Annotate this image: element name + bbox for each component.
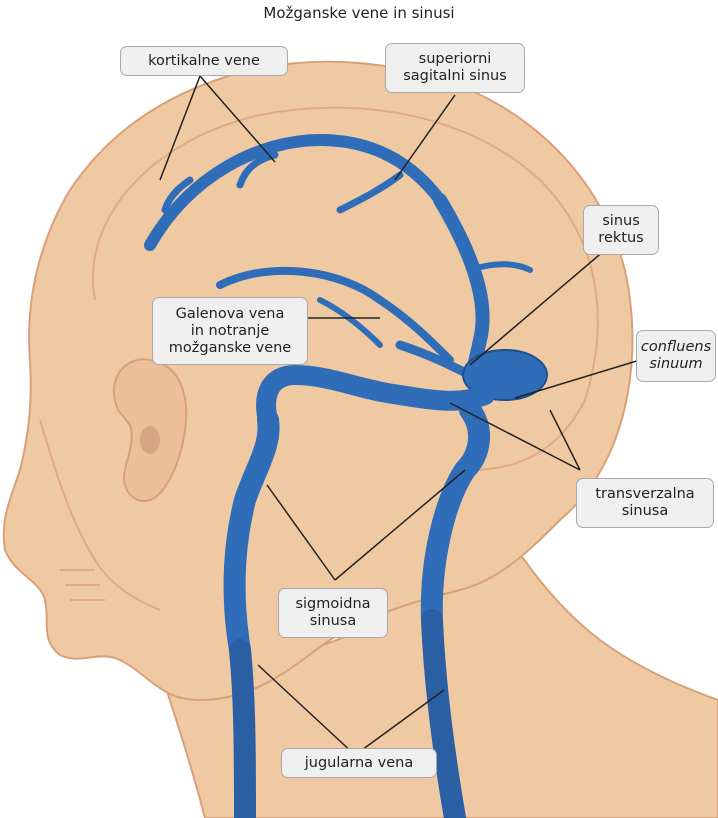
label-confluens-line1: confluens: [641, 339, 711, 356]
label-sigmoid-sinus: sigmoidna sinusa: [278, 588, 388, 638]
ear-canal: [140, 426, 160, 454]
label-galen-vein: Galenova vena in notranje možganske vene: [152, 297, 308, 365]
label-transverse-line1: transverzalna: [595, 486, 694, 503]
label-galen-line3: možganske vene: [169, 340, 291, 357]
label-superior-line1: superiorni: [419, 51, 492, 68]
label-confluens-sinuum: confluens sinuum: [636, 330, 716, 382]
label-superior-sagittal-sinus: superiorni sagitalni sinus: [385, 43, 525, 93]
label-transverse-line2: sinusa: [622, 503, 668, 520]
label-jugular-line1: jugularna vena: [305, 755, 414, 772]
label-jugular-vein: jugularna vena: [281, 748, 437, 778]
label-sinus-rectus: sinus rektus: [583, 205, 659, 255]
label-cortical-line1: kortikalne vene: [148, 53, 260, 70]
label-galen-line1: Galenova vena: [176, 306, 285, 323]
label-confluens-line2: sinuum: [649, 356, 702, 373]
label-transverse-sinus: transverzalna sinusa: [576, 478, 714, 528]
label-cortical-veins: kortikalne vene: [120, 46, 288, 76]
label-rectus-line1: sinus: [602, 213, 640, 230]
label-sigmoid-line1: sigmoidna: [295, 596, 370, 613]
label-rectus-line2: rektus: [598, 230, 643, 247]
label-galen-line2: in notranje: [191, 323, 270, 340]
label-sigmoid-line2: sinusa: [310, 613, 356, 630]
jugular-vein-left: [240, 650, 245, 818]
label-superior-line2: sagitalni sinus: [403, 68, 507, 85]
